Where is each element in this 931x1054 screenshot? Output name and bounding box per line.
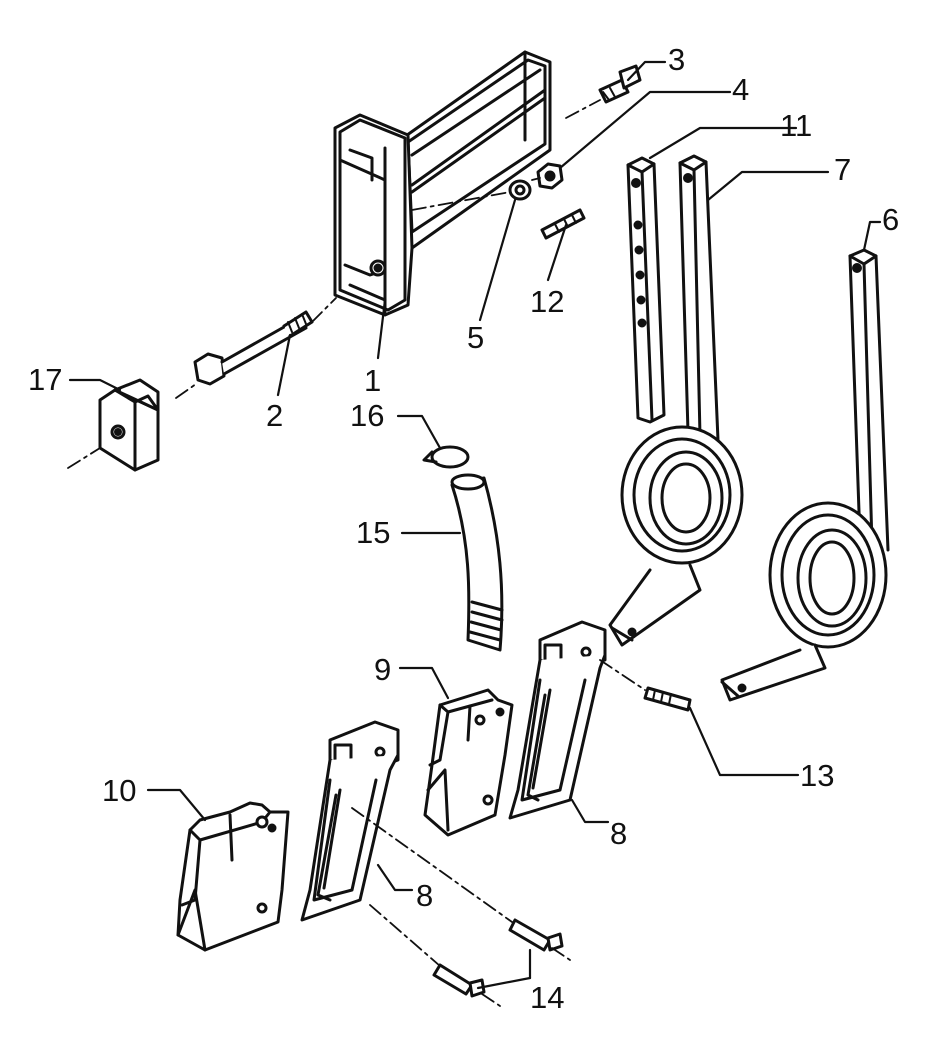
part-8-shovel-upper (510, 622, 605, 818)
callout-14: 14 (530, 980, 565, 1015)
callout-8-upper: 8 (610, 816, 628, 851)
callout-5: 5 (467, 320, 485, 355)
callout-16: 16 (350, 398, 385, 433)
part-8-shovel-lower (302, 722, 398, 920)
callout-8-lower: 8 (416, 878, 434, 913)
part-2-long-bolt (195, 312, 312, 384)
callout-9: 9 (374, 652, 392, 687)
part-14-plow-bolts (434, 920, 562, 996)
leader-lines (68, 60, 882, 990)
part-7-spring-tine (610, 156, 742, 645)
part-4-nut (538, 164, 562, 188)
callout-4: 4 (732, 72, 750, 107)
part-16-hose-clip (424, 447, 468, 467)
callout-11: 11 (780, 108, 813, 143)
part-1-mounting-bracket (335, 52, 550, 315)
part-10-wide-shield (178, 803, 288, 950)
part-17-clamp-bracket (100, 380, 158, 470)
part-5-washer (510, 181, 530, 199)
part-12-roll-pin (542, 210, 584, 238)
callout-1: 1 (364, 363, 382, 398)
callout-2: 2 (266, 398, 284, 433)
part-9-shield (425, 690, 512, 835)
callout-7: 7 (834, 152, 852, 187)
callout-13: 13 (800, 758, 835, 793)
part-13-pin (645, 688, 690, 710)
callout-3: 3 (668, 42, 686, 77)
callout-17: 17 (28, 362, 63, 397)
part-6-spring-tine (722, 250, 888, 700)
assembly-centerlines (67, 99, 646, 1007)
part-11-adjustment-bar (628, 158, 664, 422)
part-15-hose (452, 475, 502, 650)
part-3-bolt (600, 66, 640, 102)
callout-10: 10 (102, 773, 137, 808)
callout-6: 6 (882, 202, 900, 237)
callout-15: 15 (356, 515, 391, 550)
callout-12: 12 (530, 284, 565, 319)
